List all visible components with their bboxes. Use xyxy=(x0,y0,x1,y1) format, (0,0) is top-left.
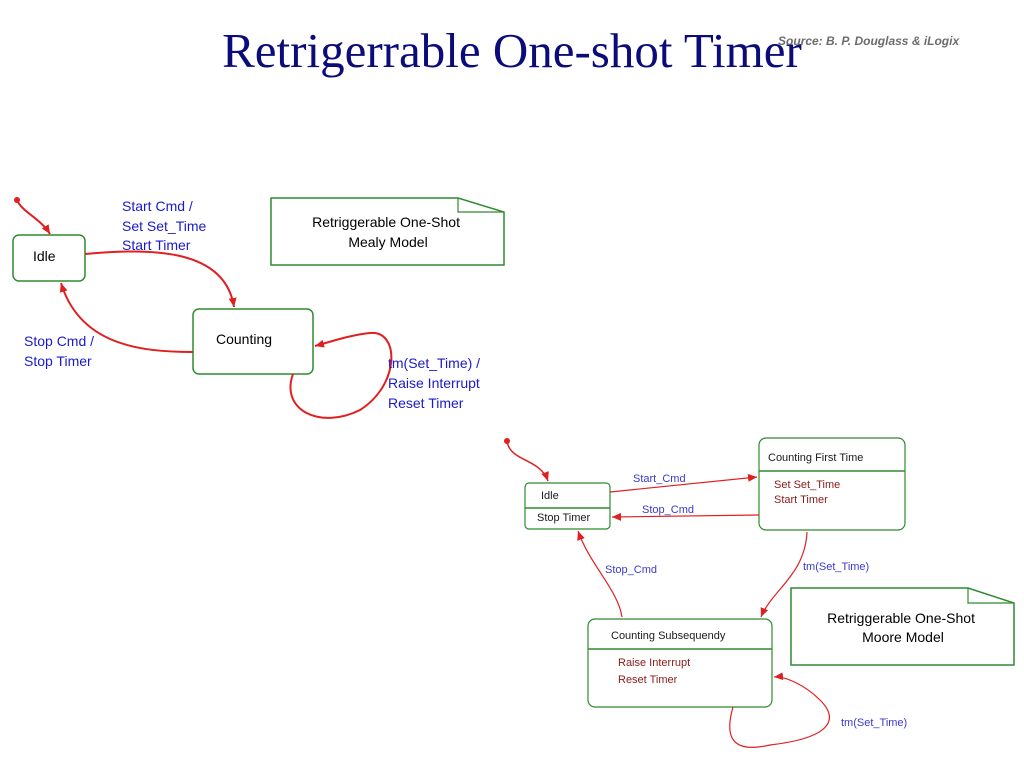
moore-first-state xyxy=(758,437,906,531)
mealy-note-text: Retriggerable One-Shot Mealy Model xyxy=(312,214,464,250)
moore-subsequent-state xyxy=(587,618,773,708)
mealy-note-fold xyxy=(457,198,504,213)
moore-subsequent-actions: Raise Interrupt Reset Timer xyxy=(618,657,693,686)
mealy-stop-label: Stop Cmd / Stop Timer xyxy=(24,333,98,369)
moore-first-name: Counting First Time xyxy=(768,452,863,464)
moore-stop-first-label: Stop_Cmd xyxy=(642,504,694,516)
moore-start-label: Start_Cmd xyxy=(633,473,686,485)
moore-stop-sub-label: Stop_Cmd xyxy=(605,564,657,576)
moore-stop-first-transition xyxy=(611,512,760,521)
moore-first-actions: Set Set_Time Start Timer xyxy=(774,479,843,506)
moore-initial-transition xyxy=(506,440,549,482)
moore-tm-first-transition xyxy=(760,531,808,618)
moore-model: Idle Stop Timer Counting First Time Set … xyxy=(504,437,1015,748)
moore-tm-first-label: tm(Set_Time) xyxy=(803,561,869,573)
moore-start-transition xyxy=(609,473,758,493)
mealy-start-label: Start Cmd / Set Set_Time Start Timer xyxy=(122,198,210,253)
mealy-timeout-transition xyxy=(289,331,393,419)
moore-idle-state xyxy=(524,482,611,530)
mealy-model: Idle Counting Start Cmd / Set Set_Time S… xyxy=(12,197,505,419)
mealy-counting-state xyxy=(192,308,314,375)
moore-note-fold xyxy=(967,588,1014,604)
mealy-initial-transition xyxy=(16,199,51,235)
mealy-idle-state xyxy=(12,234,86,282)
mealy-counting-label: Counting xyxy=(216,331,272,347)
moore-tm-self-transition xyxy=(729,672,830,748)
source-credit: Source: B. P. Douglass & iLogix xyxy=(778,34,960,48)
mealy-note xyxy=(270,197,505,266)
moore-subsequent-name: Counting Subsequendy xyxy=(611,630,726,642)
moore-idle-name: Idle xyxy=(541,490,559,502)
mealy-start-transition xyxy=(84,250,237,308)
moore-tm-self-label: tm(Set_Time) xyxy=(841,717,907,729)
slide-title: Retrigerrable One-shot Timer xyxy=(222,23,802,78)
moore-idle-action: Stop Timer xyxy=(537,512,591,524)
moore-stop-sub-transition xyxy=(577,530,623,618)
mealy-stop-transition xyxy=(59,282,194,353)
mealy-timeout-label: tm(Set_Time) / Raise Interrupt Reset Tim… xyxy=(388,355,484,411)
moore-note-text: Retriggerable One-Shot Moore Model xyxy=(827,610,979,645)
mealy-idle-label: Idle xyxy=(33,248,56,264)
moore-note xyxy=(790,587,1015,666)
